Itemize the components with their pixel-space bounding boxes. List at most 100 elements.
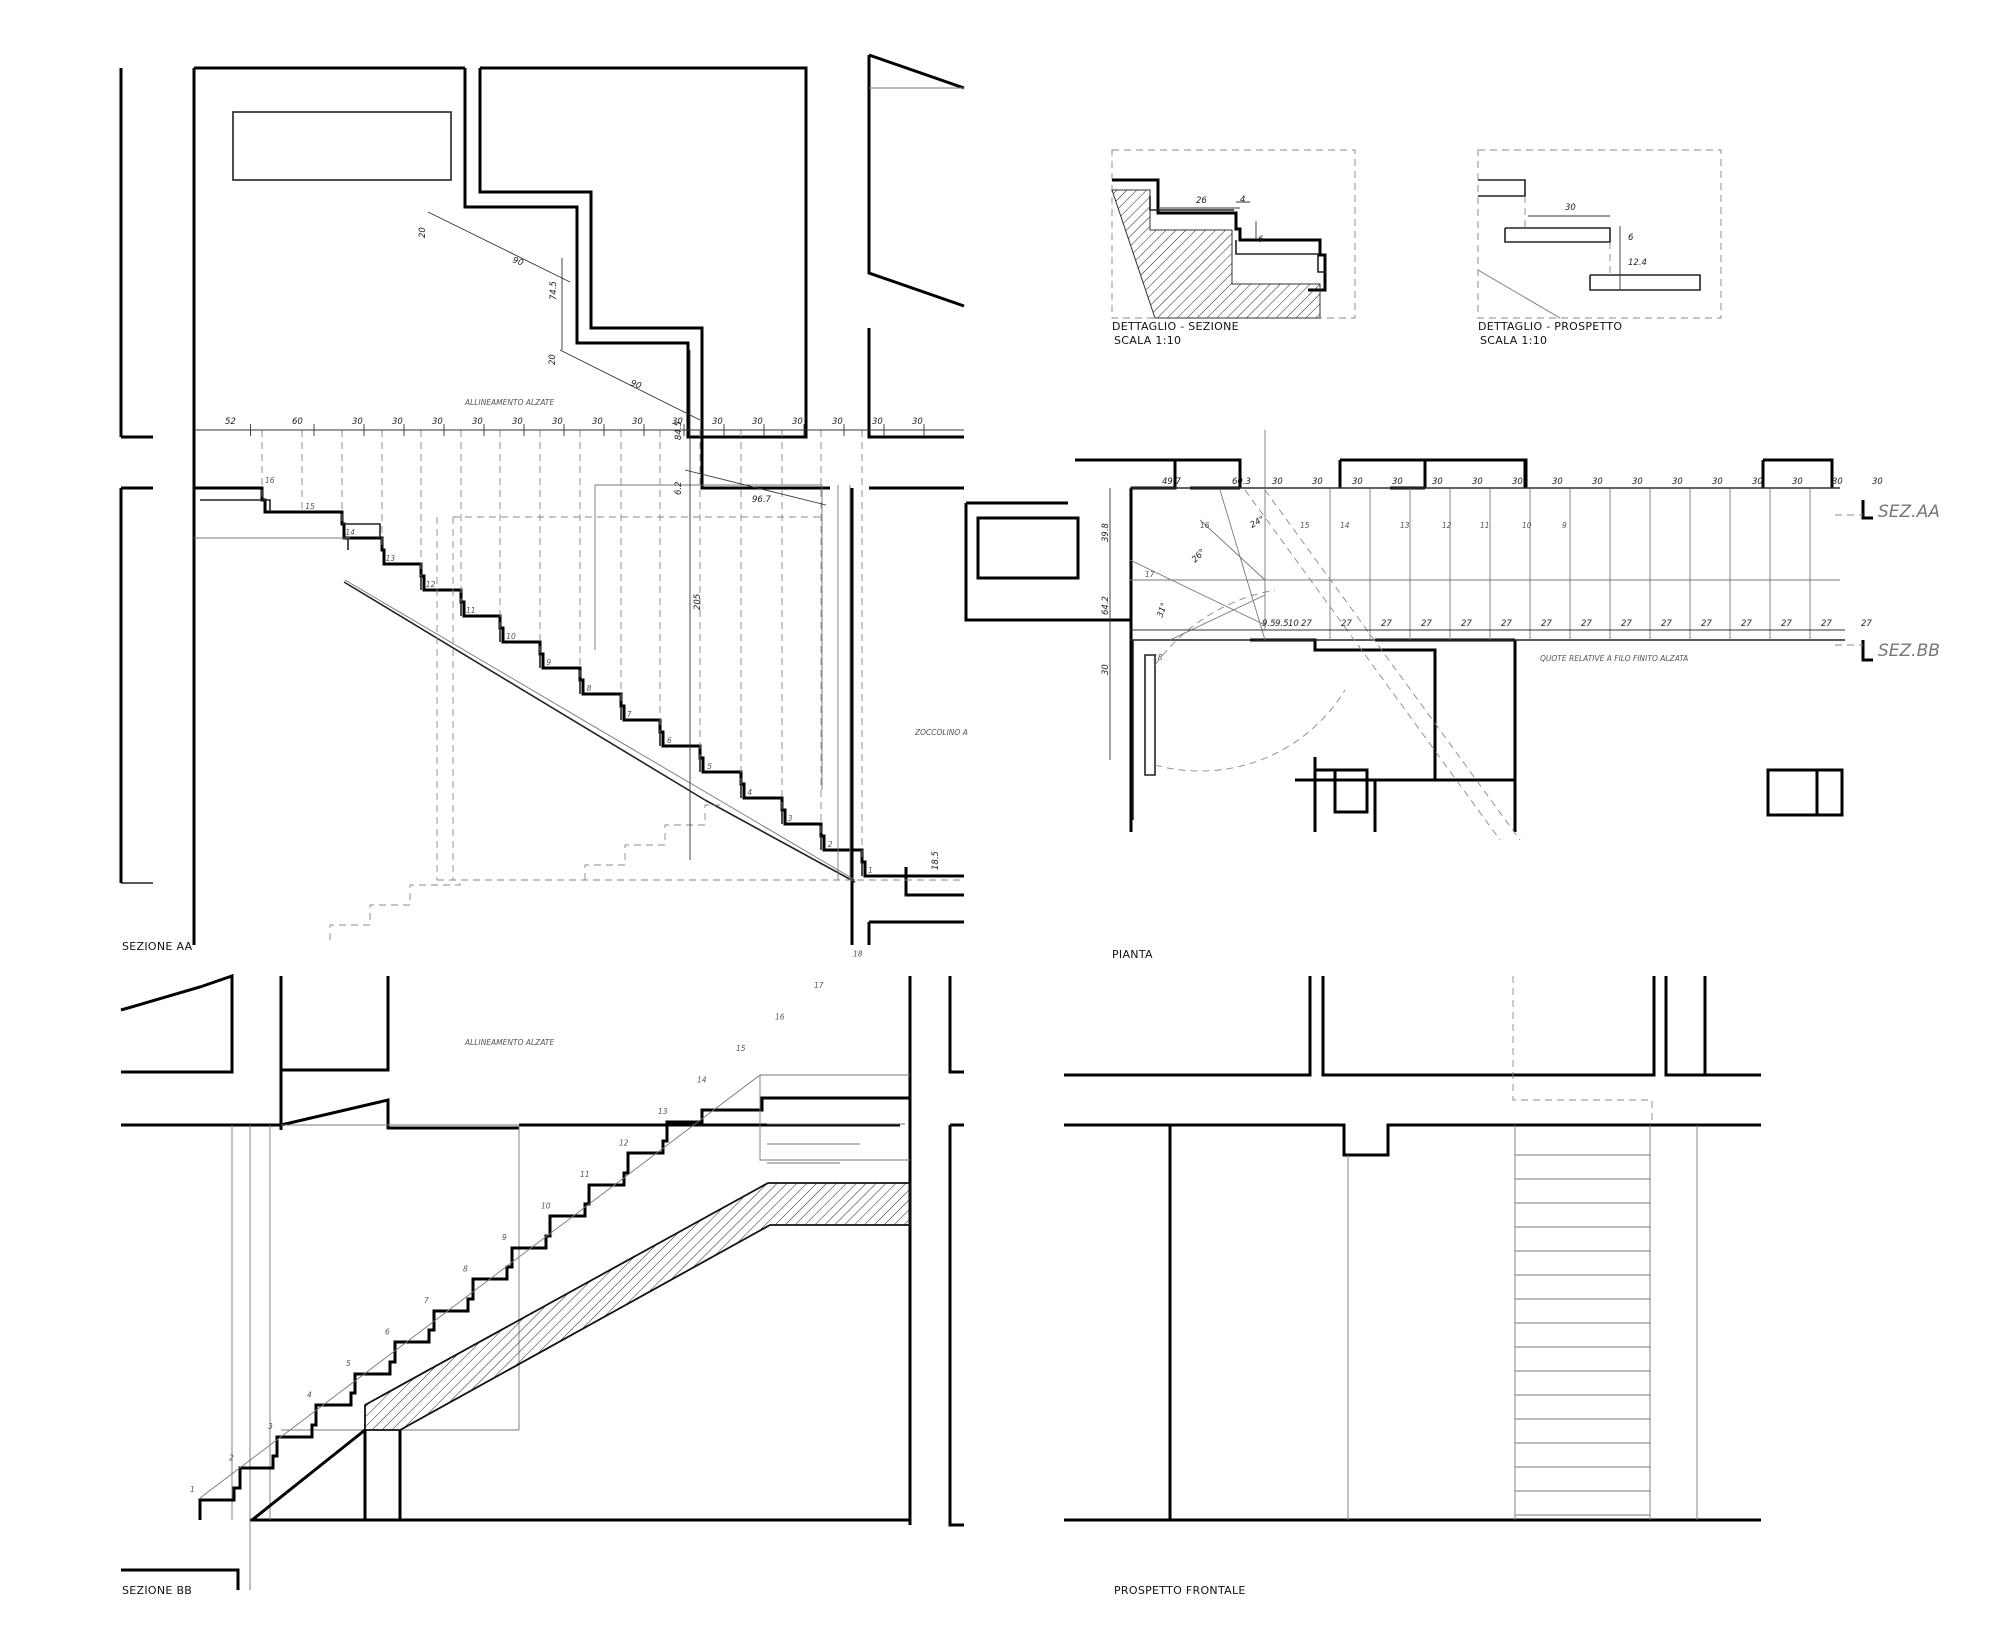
aa-dim-label: 84.5 <box>674 421 684 440</box>
svg-text:26: 26 <box>1196 196 1207 206</box>
bb-step-number: 6 <box>385 1328 390 1337</box>
plan-dim-label: 30 <box>1592 477 1603 487</box>
plan-dim-label: 64.2 <box>1101 596 1111 615</box>
plan-dim-label: 30 <box>1512 477 1523 487</box>
plan-dim-label: 30 <box>1392 477 1403 487</box>
dettaglio-sezione: DETTAGLIO - SEZIONE SCALA 1:10 26 4 6 <box>1111 149 1356 347</box>
plan-dim-label: 27 <box>1381 619 1392 629</box>
plan-step-number: 13 <box>1400 521 1410 530</box>
svg-text:6: 6 <box>1258 235 1264 245</box>
plan-dim-label: 27 <box>1861 619 1872 629</box>
bb-step-number: 17 <box>814 981 824 990</box>
plan-step-number: 16 <box>1200 521 1210 530</box>
plan-step-number: 11 <box>1480 521 1490 530</box>
plan-step-number: 17 <box>1145 570 1155 579</box>
bb-title: SEZIONE BB <box>122 1584 192 1597</box>
bb-stair-profile <box>198 1096 910 1520</box>
plan-step-lines <box>1130 488 1840 640</box>
plan-angle-label: 24° <box>1249 514 1267 530</box>
aa-dim-label: 20 <box>418 227 428 238</box>
plan-dim-label: 27 <box>1741 619 1752 629</box>
aa-step-number: 10 <box>506 632 516 641</box>
aa-dim-label: 6.2 <box>674 481 684 495</box>
aa-dim-label: 30 <box>592 417 603 427</box>
plan-dim-label: 30 <box>1432 477 1443 487</box>
plan-dim-label: 30 <box>1792 477 1803 487</box>
plan-dim-label: 27 <box>1821 619 1832 629</box>
sezione-aa: SEZIONE AA ALLINEAMENTO ALZATE ZOCCOLINO… <box>119 53 968 953</box>
aa-dim-label: 60 <box>292 417 303 427</box>
aa-stair-profile <box>194 486 900 878</box>
svg-text:QUOTE RELATIVE A FILO FINITO A: QUOTE RELATIVE A FILO FINITO ALZATA <box>1540 654 1688 663</box>
aa-step-number: 9 <box>546 658 551 667</box>
plan-dim-label: 30 <box>1832 477 1843 487</box>
bb-step-number: 5 <box>346 1359 351 1368</box>
bb-step-number: 16 <box>775 1013 785 1022</box>
bb-step-number: 11 <box>580 1170 590 1179</box>
aa-step-number: 6 <box>667 736 672 745</box>
bb-step-number: 18 <box>853 950 863 959</box>
plan-dim-label: 30 <box>1872 477 1883 487</box>
plan-step-number: 9 <box>1562 521 1567 530</box>
bb-step-number: 4 <box>307 1391 312 1400</box>
bb-hatched-slab <box>364 1182 911 1431</box>
pf-title: PROSPETTO FRONTALE <box>1114 1584 1246 1597</box>
sezione-bb: ALLINEAMENTO ALZATE 12345678910111213141… <box>120 950 964 1597</box>
plan-dim-label: 10 <box>1288 619 1299 629</box>
plan-title: PIANTA <box>1112 948 1153 961</box>
dettaglio-prospetto: DETTAGLIO - PROSPETTO SCALA 1:10 30 6 12… <box>1477 149 1722 347</box>
svg-text:SEZ.BB: SEZ.BB <box>1878 641 1940 661</box>
aa-dim-label: 30 <box>352 417 363 427</box>
aa-dim-label: 20 <box>548 354 558 365</box>
aa-step-number: 16 <box>265 476 275 485</box>
aa-dim-label: 30 <box>872 417 883 427</box>
svg-text:4: 4 <box>1240 195 1245 205</box>
plan-dim-label: 30 <box>1712 477 1723 487</box>
plan-dim-label: 27 <box>1501 619 1512 629</box>
svg-text:DETTAGLIO - PROSPETTO: DETTAGLIO - PROSPETTO <box>1478 320 1622 333</box>
aa-step-number: 12 <box>426 580 436 589</box>
plan-step-number: 14 <box>1340 521 1350 530</box>
svg-text:SCALA 1:10: SCALA 1:10 <box>1114 334 1181 347</box>
aa-dim-label: 30 <box>512 417 523 427</box>
aa-step-number: 8 <box>587 684 592 693</box>
plan-window <box>976 516 1080 580</box>
bb-step-number: 10 <box>541 1202 551 1211</box>
plan-dim-label: 30 <box>1101 664 1111 675</box>
plan-dim-label: 49.7 <box>1162 477 1182 487</box>
pianta: SEZ.AA SEZ.BB QUOTE RELATIVE A FILO FINI… <box>964 430 1940 961</box>
aa-step-number: 11 <box>466 606 476 615</box>
bb-step-number: 12 <box>619 1139 629 1148</box>
aa-dim-label: 30 <box>672 417 683 427</box>
plan-dim-label: 27 <box>1541 619 1552 629</box>
aa-dim-label: 30 <box>752 417 763 427</box>
plan-dim-label: 30 <box>1352 477 1363 487</box>
bb-step-number: 2 <box>229 1454 234 1463</box>
aa-step-number: 5 <box>707 762 712 771</box>
aa-dim-label: 96.7 <box>752 495 772 505</box>
aa-step-number: 7 <box>627 710 632 719</box>
plan-dim-label: 60.3 <box>1232 477 1251 487</box>
bb-step-number: 13 <box>658 1107 668 1116</box>
plan-dim-label: 27 <box>1701 619 1712 629</box>
aa-step-number: 3 <box>788 814 793 823</box>
aa-dim-label: 90 <box>511 255 525 268</box>
plan-dim-label: 27 <box>1421 619 1432 629</box>
plan-dim-label: 27 <box>1461 619 1472 629</box>
bb-step-number: 9 <box>502 1233 507 1242</box>
svg-text:12.4: 12.4 <box>1628 258 1647 268</box>
plan-step-number: 12 <box>1442 521 1452 530</box>
plan-step-number: 10 <box>1522 521 1532 530</box>
plan-dim-label: 27 <box>1301 619 1312 629</box>
bb-step-number: 8 <box>463 1265 468 1274</box>
plan-angle-label: 26° <box>1190 547 1208 565</box>
bb-step-number: 1 <box>190 1485 195 1494</box>
svg-text:ALLINEAMENTO ALZATE: ALLINEAMENTO ALZATE <box>464 1038 554 1047</box>
aa-dim-label: 30 <box>472 417 483 427</box>
aa-step-number: 15 <box>305 502 315 511</box>
aa-dim-label: 30 <box>392 417 403 427</box>
plan-dim-label: 30 <box>1272 477 1283 487</box>
plan-step-number: 15 <box>1300 521 1310 530</box>
aa-dim-label: 30 <box>432 417 443 427</box>
